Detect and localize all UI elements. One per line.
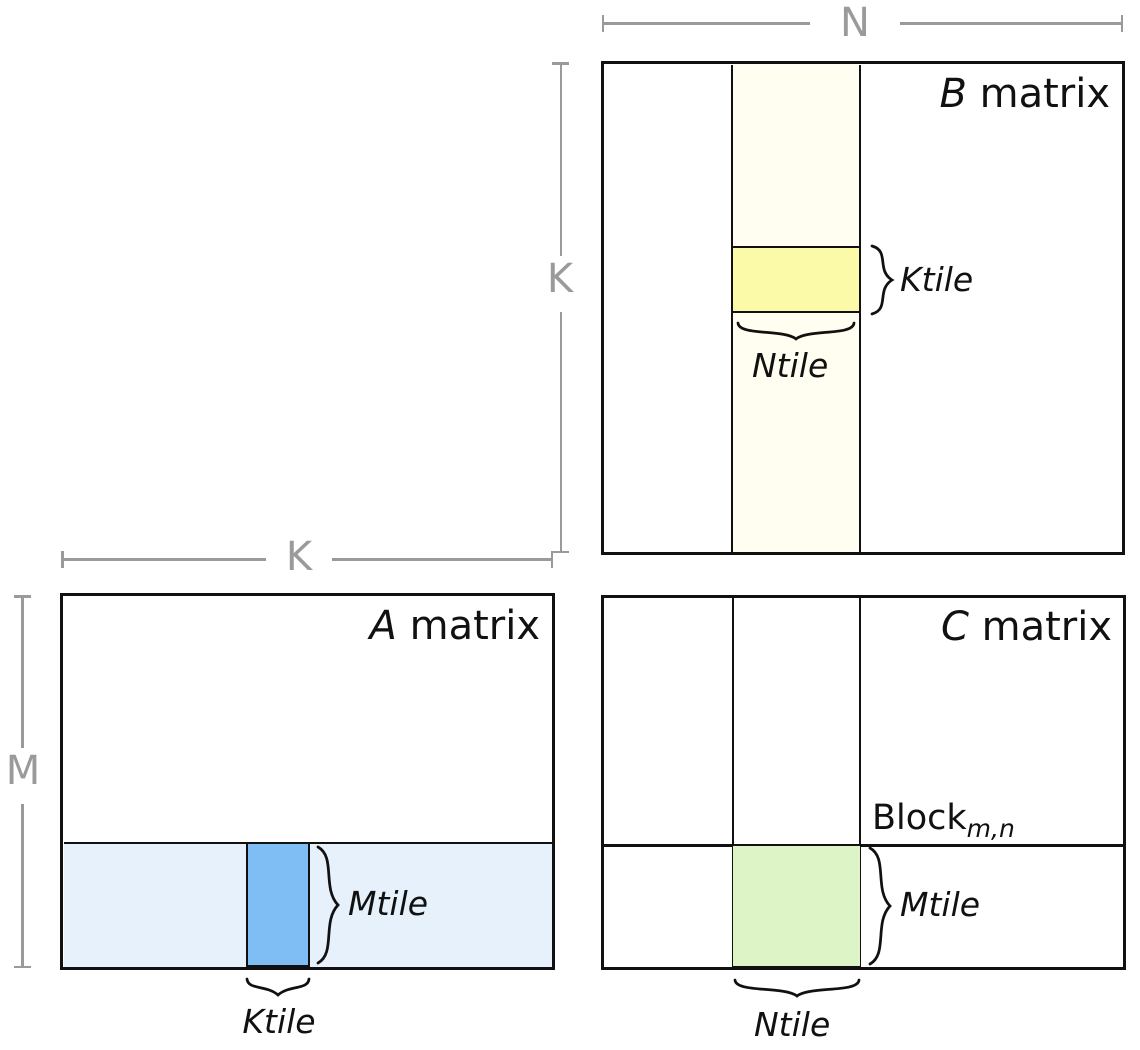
c-block-label-base: Block xyxy=(872,798,967,838)
c-ntile-label: Ntile xyxy=(754,1005,831,1044)
k-a-dimension-tick-right xyxy=(550,551,553,568)
k-b-dimension-tick-bottom xyxy=(552,550,569,553)
c-matrix-letter: C xyxy=(940,604,969,650)
n-dimension-label: N xyxy=(810,0,900,50)
b-matrix-letter: B xyxy=(939,71,967,117)
k-b-dimension-label: K xyxy=(536,256,584,312)
b-matrix-box xyxy=(601,61,1125,555)
n-dimension-tick-right xyxy=(1120,15,1123,32)
k-b-dimension-tick-top xyxy=(552,62,569,65)
a-matrix-letter: A xyxy=(369,603,397,649)
a-matrix-title: A matrix xyxy=(370,604,540,648)
b-ntile-brace xyxy=(736,320,856,342)
c-grid-vline-left xyxy=(732,598,734,967)
a-mtile-brace xyxy=(314,845,342,965)
m-dimension-tick-bottom xyxy=(14,965,31,968)
c-block-rect xyxy=(732,845,861,967)
b-matrix-title: B matrix xyxy=(939,72,1110,116)
c-mtile-label: Mtile xyxy=(900,885,981,924)
a-ktile-brace xyxy=(245,976,311,998)
c-block-label-subscript: m,n xyxy=(966,814,1015,843)
c-matrix-box xyxy=(601,595,1126,970)
a-ktile-rect xyxy=(246,842,310,967)
m-dimension-tick-top xyxy=(14,595,31,598)
b-matrix-word: matrix xyxy=(966,71,1110,117)
m-dimension-label: M xyxy=(0,748,46,804)
a-ktile-label: Ktile xyxy=(242,1002,316,1041)
c-matrix-title: C matrix xyxy=(941,605,1112,649)
b-ntile-label: Ntile xyxy=(752,346,829,385)
c-grid-vline-right xyxy=(859,598,861,967)
k-a-dimension-label: K xyxy=(266,534,332,584)
c-ntile-brace xyxy=(733,977,861,999)
c-mtile-brace xyxy=(866,846,894,966)
b-ktile-label: Ktile xyxy=(900,260,974,299)
c-block-label: Blockm,n xyxy=(872,797,1015,844)
k-a-dimension-tick-left xyxy=(61,551,64,568)
b-ktile-brace xyxy=(868,244,896,316)
n-dimension-tick-left xyxy=(601,15,604,32)
a-matrix-word: matrix xyxy=(396,603,540,649)
c-grid-hline xyxy=(604,844,1123,847)
c-matrix-word: matrix xyxy=(968,604,1112,650)
a-mtile-label: Mtile xyxy=(348,884,429,923)
b-ktile-rect xyxy=(731,246,861,313)
